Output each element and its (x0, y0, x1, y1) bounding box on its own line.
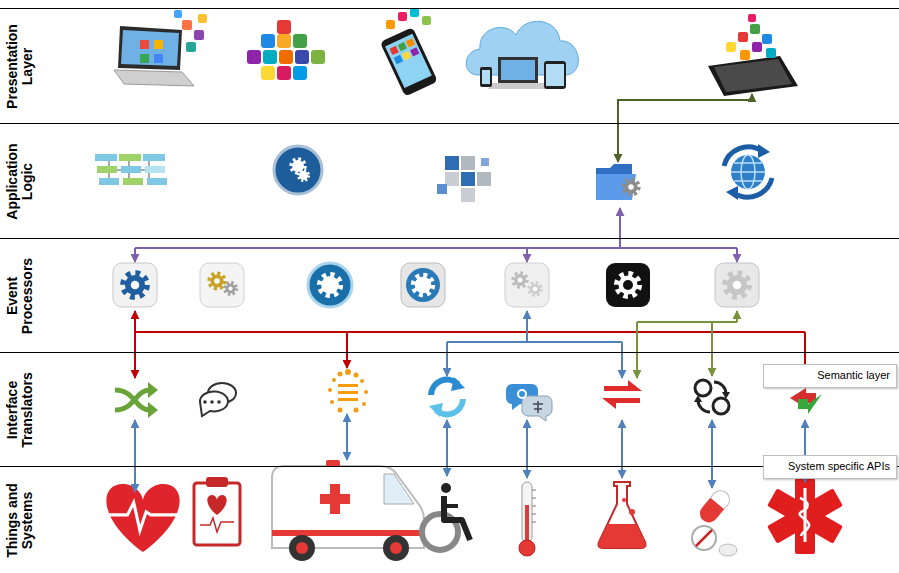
processor-icon (200, 263, 244, 307)
folder-settings-icon (596, 164, 639, 200)
processor-icon (715, 263, 759, 307)
api-links (135, 414, 805, 492)
callout-label: System specific APIs (770, 460, 890, 473)
apps-icon (247, 20, 325, 80)
speech-bubbles-icon (200, 383, 236, 416)
callout-box: System specific APIs (763, 455, 897, 479)
shuffle-icon (115, 382, 158, 418)
layer-band: Things and Systems (0, 466, 899, 573)
green-link (618, 94, 752, 162)
blue-bus (447, 311, 622, 378)
smartphone-icon (380, 8, 438, 97)
purple-bus (135, 208, 737, 262)
callout-label: Semantic layer (770, 369, 890, 382)
clipboard-icon (194, 477, 240, 545)
green-bus (637, 311, 737, 378)
heart-icon (106, 484, 180, 552)
exchange-arrows-icon (602, 380, 642, 409)
translate-chat-icon (506, 384, 552, 421)
sync-arrows-icon (790, 388, 822, 414)
refresh-icon (429, 377, 465, 417)
layer-band: Event Processors (0, 238, 899, 352)
flowchart-icon (95, 154, 167, 185)
tablet-icon (708, 14, 798, 96)
cubes-icon (437, 156, 491, 202)
flask-icon (599, 482, 646, 548)
layer-label: Things and Systems (0, 467, 40, 573)
processor-icon (308, 263, 352, 307)
red-bus (135, 311, 805, 386)
layer-band: Interface Translators Semantic layer (0, 352, 899, 466)
callout-box: Semantic layer (763, 364, 897, 388)
wheelchair-icon (422, 483, 470, 550)
globe-sync-icon (724, 144, 772, 200)
binary-icon (328, 369, 368, 413)
layer-label: Application Logic (0, 124, 40, 239)
layer-label: Presentation Layer (0, 9, 40, 124)
layer-label: Interface Translators (0, 353, 40, 467)
processor-icon (505, 263, 549, 307)
thermometer-icon (519, 482, 536, 556)
processor-icon (401, 263, 445, 307)
settings-circle-icon (274, 146, 322, 194)
pills-icon (692, 487, 737, 556)
layer-label: Event Processors (0, 239, 40, 353)
laptop-icon (114, 10, 207, 86)
cloud-devices-icon (466, 21, 578, 89)
ambulance-icon (272, 460, 424, 561)
processor-icon (113, 263, 157, 307)
layer-band: Application Logic (0, 123, 899, 238)
processor-icon (606, 263, 650, 307)
star-of-life-icon (767, 478, 843, 554)
translate-cycle-icon (694, 380, 730, 414)
layer-band: Presentation Layer (0, 8, 899, 123)
